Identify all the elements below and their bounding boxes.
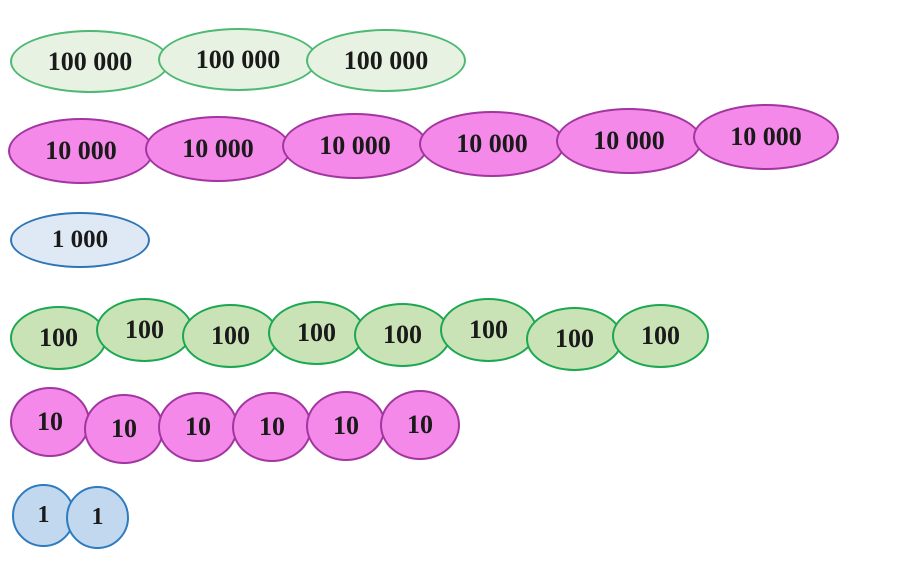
ten-thousands-disc: 10 000 (282, 113, 428, 179)
ten-thousands-disc: 10 000 (419, 111, 565, 177)
hundreds-disc: 100 (96, 298, 193, 362)
tens-disc: 10 (306, 391, 386, 461)
tens-disc: 10 (232, 392, 312, 462)
hundred-thousands-disc: 100 000 (306, 29, 466, 92)
tens-disc: 10 (380, 390, 460, 460)
hundreds-disc: 100 (182, 304, 279, 368)
tens-disc: 10 (84, 394, 164, 464)
thousands-disc: 1 000 (10, 212, 150, 268)
ten-thousands-disc: 10 000 (145, 116, 291, 182)
tens-disc: 10 (10, 387, 90, 457)
hundreds-disc: 100 (612, 304, 709, 368)
hundreds-disc: 100 (354, 303, 451, 367)
hundreds-disc: 100 (268, 301, 365, 365)
hundred-thousands-disc: 100 000 (158, 28, 318, 91)
ten-thousands-disc: 10 000 (693, 104, 839, 170)
hundreds-disc: 100 (440, 298, 537, 362)
ten-thousands-disc: 10 000 (8, 118, 154, 184)
tens-disc: 10 (158, 392, 238, 462)
row-thousands: 1 000 (10, 212, 150, 268)
ten-thousands-disc: 10 000 (556, 108, 702, 174)
ones-disc: 1 (66, 486, 129, 549)
hundreds-disc: 100 (526, 307, 623, 371)
hundreds-disc: 100 (10, 306, 107, 370)
hundred-thousands-disc: 100 000 (10, 30, 170, 93)
ones-disc: 1 (12, 484, 75, 547)
